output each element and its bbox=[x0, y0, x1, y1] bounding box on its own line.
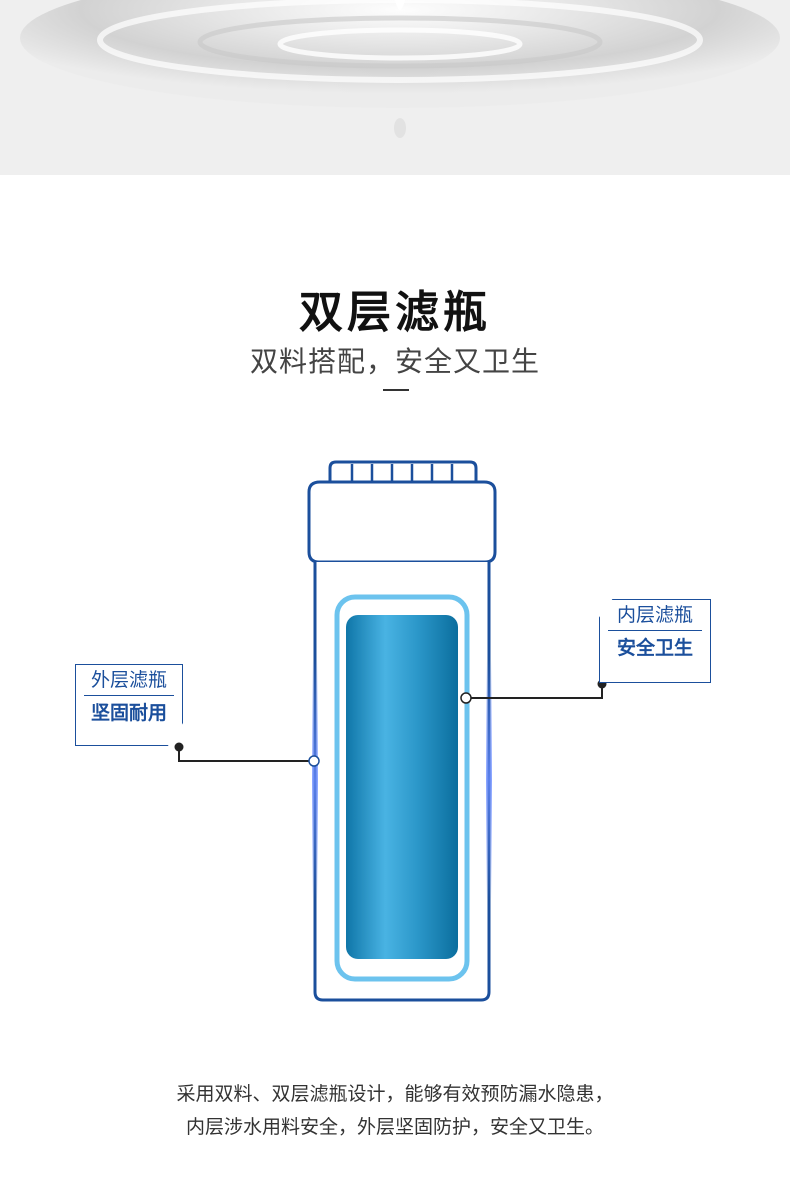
filter-core bbox=[346, 615, 458, 959]
page-title: 双层滤瓶 bbox=[299, 287, 491, 338]
edge-glow-right bbox=[486, 660, 492, 900]
callout-divider bbox=[84, 695, 174, 696]
title-divider bbox=[383, 389, 409, 391]
water-drop-banner bbox=[0, 0, 790, 175]
double-layer-filter-bottle-diagram bbox=[174, 460, 607, 1002]
page-subtitle: 双料搭配，安全又卫生 bbox=[249, 345, 540, 378]
inner-bottle-label: 内层滤瓶 bbox=[616, 604, 693, 626]
inner-bottle-tagline: 安全卫生 bbox=[616, 637, 693, 659]
outer-bottle-label: 外层滤瓶 bbox=[90, 669, 167, 691]
edge-glow-left bbox=[312, 660, 318, 900]
outer-callout-leader bbox=[174, 742, 320, 767]
product-description: 采用双料、双层滤瓶设计，能够有效预防漏水隐患， 内层涉水用料安全，外层坚固防护，… bbox=[0, 1078, 790, 1144]
inner-callout-leader bbox=[460, 679, 607, 704]
bottle-cap bbox=[307, 480, 497, 564]
outer-bottle-tagline: 坚固耐用 bbox=[90, 702, 167, 724]
description-line-2: 内层涉水用料安全，外层坚固防护，安全又卫生。 bbox=[185, 1116, 604, 1138]
water-ripple-image bbox=[0, 0, 790, 175]
inner-bottle-callout: 内层滤瓶 安全卫生 bbox=[599, 599, 711, 683]
callout-divider bbox=[608, 630, 702, 631]
outer-bottle-callout: 外层滤瓶 坚固耐用 bbox=[75, 664, 183, 746]
description-line-1: 采用双料、双层滤瓶设计，能够有效预防漏水隐患， bbox=[176, 1083, 614, 1105]
